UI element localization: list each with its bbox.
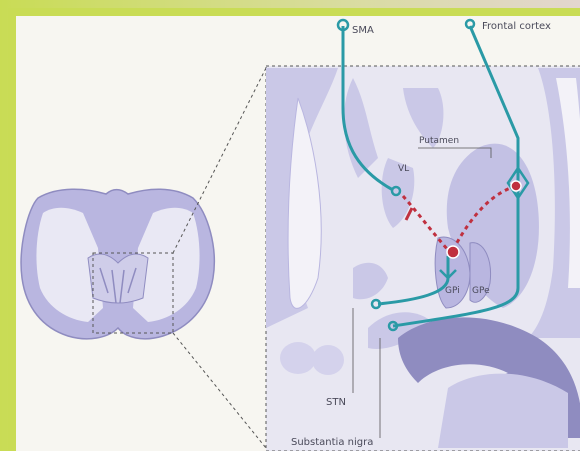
pons-shape (438, 374, 568, 448)
diagram-canvas: SMA Frontal cortex Putamen VL GPi GPe ST… (8, 8, 580, 443)
enlarged-panel (266, 66, 580, 451)
label-stn: STN (326, 397, 346, 408)
label-putamen: Putamen (419, 136, 459, 146)
putamen-neuron-icon (511, 181, 521, 191)
gpi-neuron-icon (447, 246, 459, 258)
coronal-brain-section (21, 189, 214, 339)
label-gpe: GPe (472, 286, 490, 296)
basal-ganglia-diagram: SMA Frontal cortex Putamen VL GPi GPe ST… (8, 8, 580, 451)
label-frontal-cortex: Frontal cortex (482, 21, 551, 32)
label-vl: VL (398, 164, 409, 174)
lower-nucleus-2 (312, 345, 344, 375)
lower-nucleus-1 (280, 342, 316, 374)
label-sma: SMA (352, 25, 374, 36)
label-gpi: GPi (445, 286, 460, 296)
